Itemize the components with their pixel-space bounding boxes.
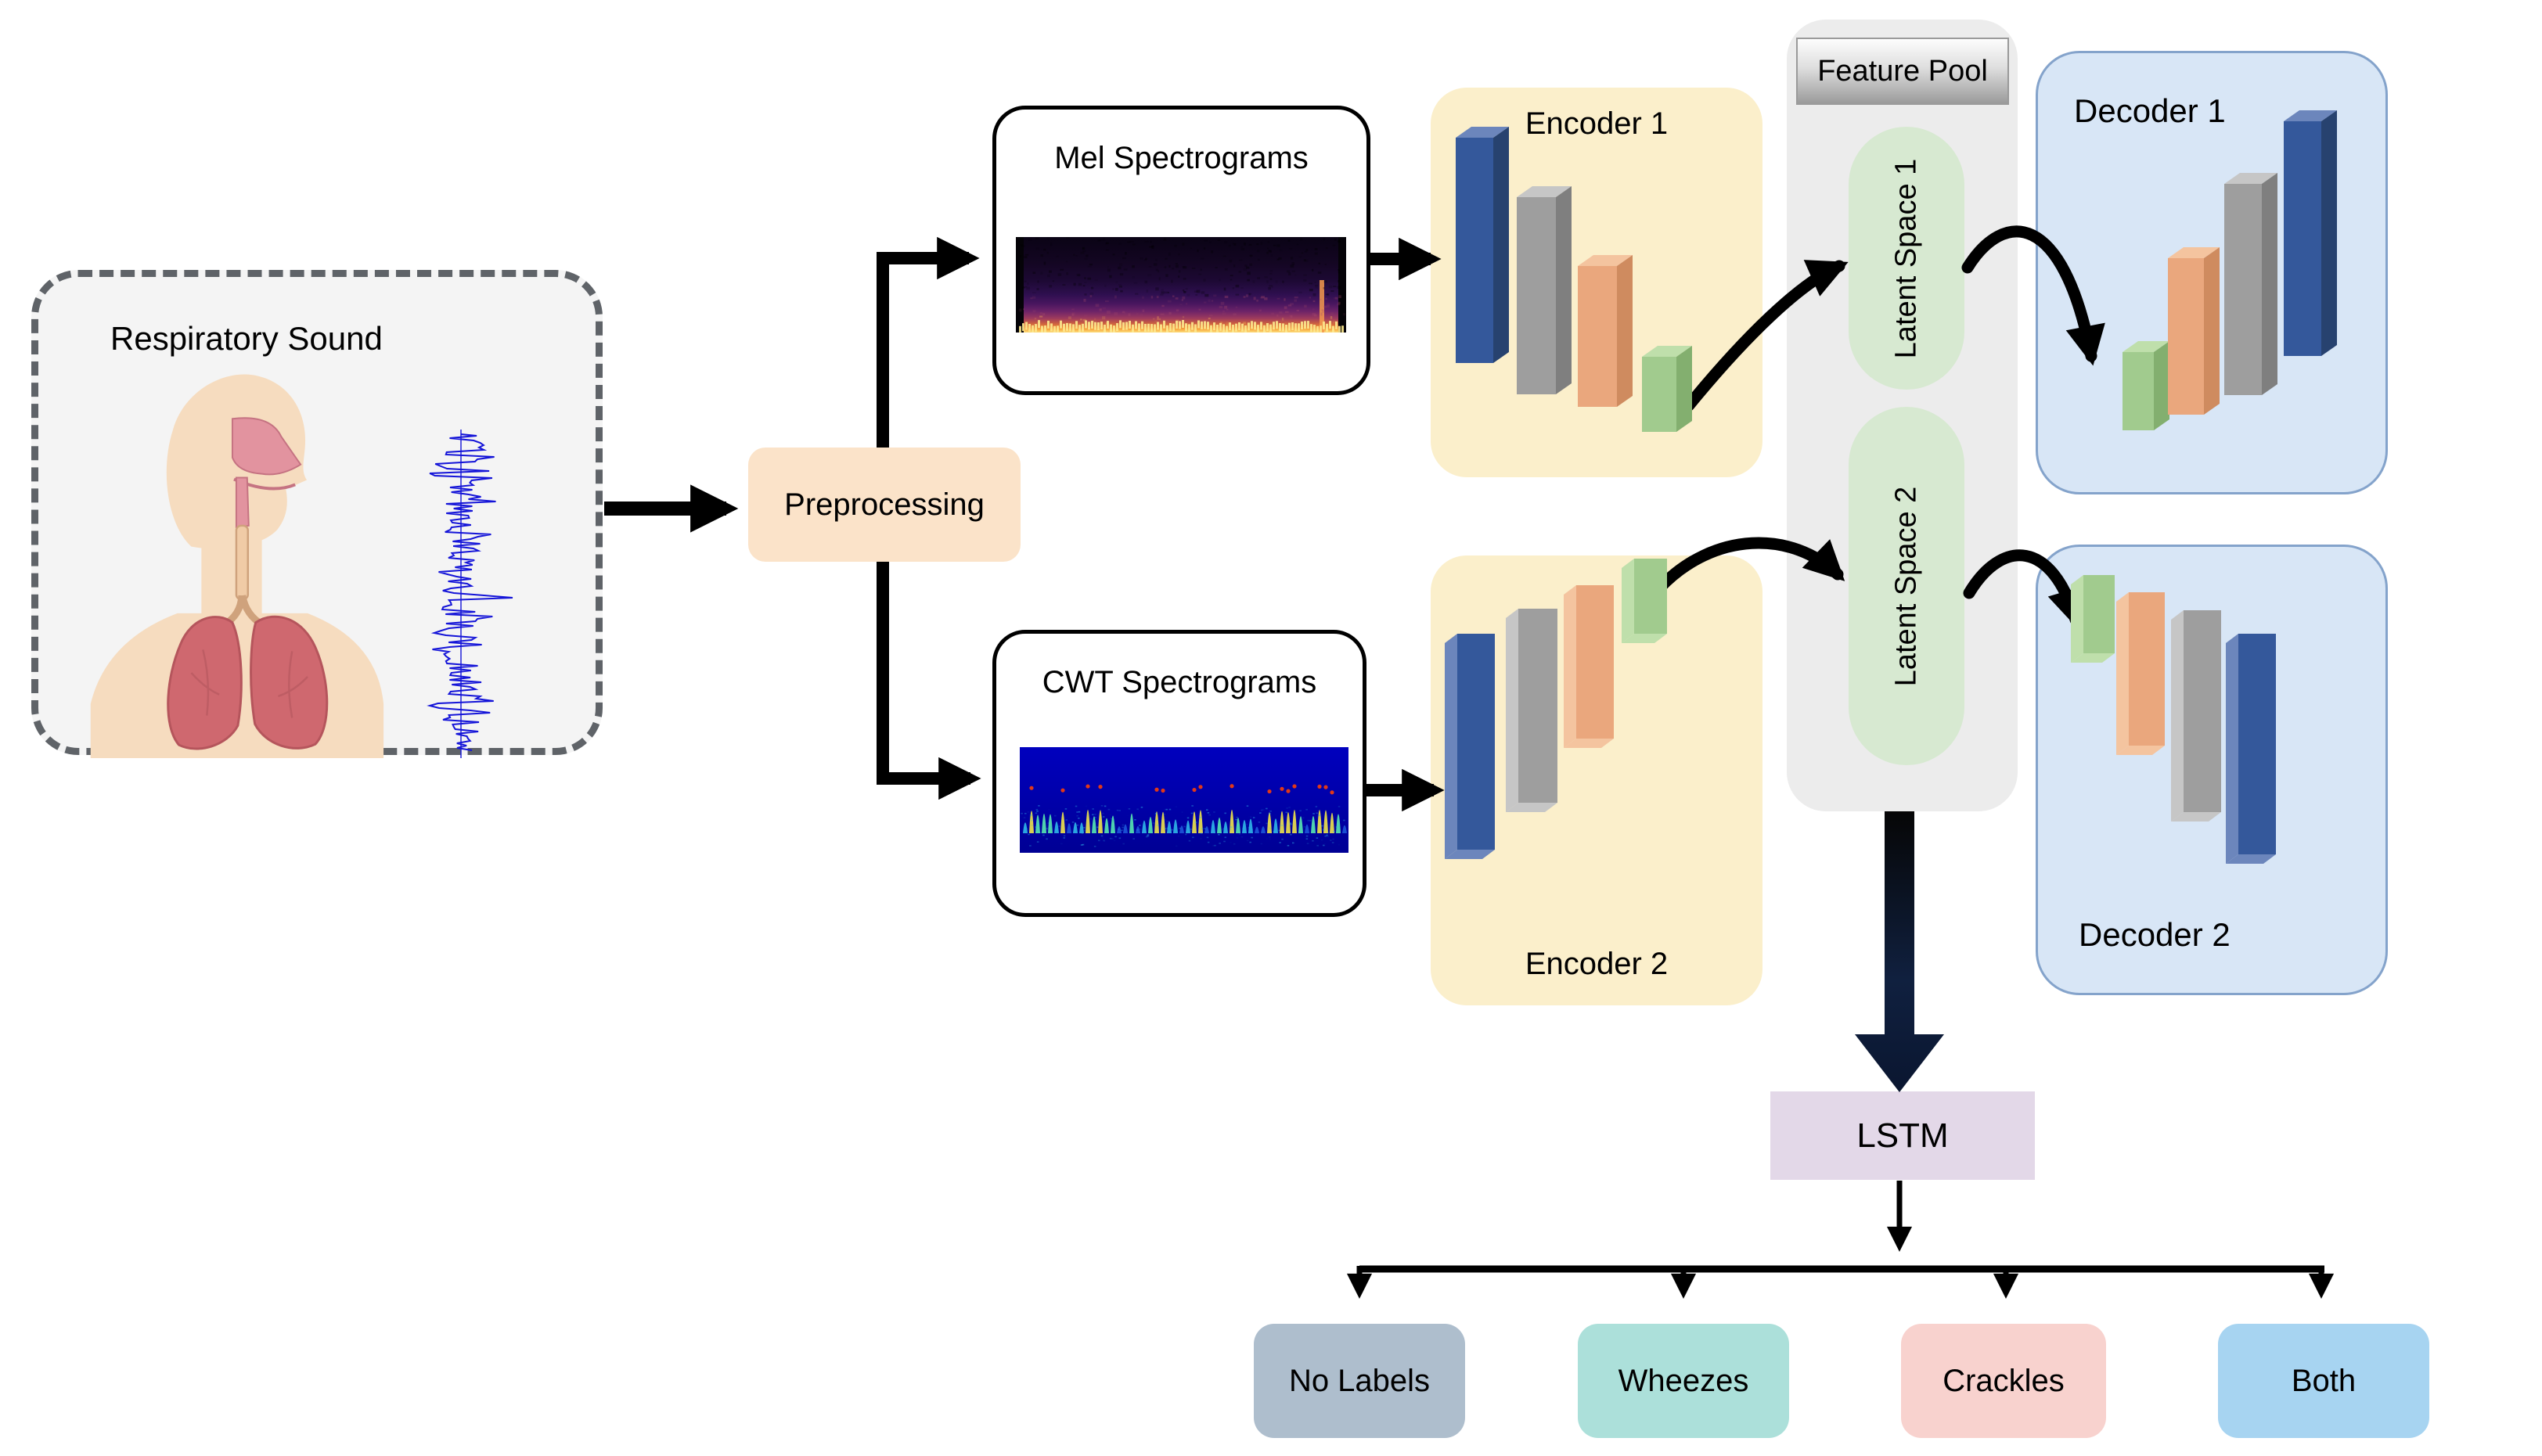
class-no-labels-box: No Labels [1254,1324,1465,1438]
nasal-cavity [231,417,302,476]
lung-left [167,616,243,750]
class-crackles-label: Crackles [1943,1363,2065,1398]
class-no-labels-label: No Labels [1288,1363,1431,1398]
mel-bright-streak [1320,279,1324,333]
trachea [235,524,250,601]
class-wheezes-label: Wheezes [1618,1363,1749,1398]
mel-right-edge [1338,237,1346,333]
decoder1-box: Decoder 1 [2036,51,2388,494]
feature-pool-title: Feature Pool [1817,54,1988,88]
encoder2-title: Encoder 2 [1525,947,1669,981]
encoder1-title: Encoder 1 [1525,106,1669,141]
mel-left-edge [1016,237,1024,333]
respiratory-system-illustration [90,374,384,758]
decoder2-box: Decoder 2 [2036,545,2388,995]
cwt-spectrogram-image [1020,747,1348,853]
class-both-label: Both [2291,1363,2357,1398]
lstm-box: LSTM [1770,1091,2035,1180]
sound-waveform [427,430,513,758]
latent-space1-label: Latent Space 1 [1889,158,1923,358]
preprocessing-label: Preprocessing [784,487,985,522]
cwt-spectrograms-box: CWT Spectrograms [992,630,1366,917]
arrow-preprocessing-to-cwt [877,562,981,800]
lung-veins [190,649,308,718]
respiratory-sound-box: Respiratory Sound [31,270,603,758]
mel-noise-texture [1018,237,1346,333]
latent-space2-pill: Latent Space 2 [1849,407,1964,765]
decoder2-title: Decoder 2 [2079,916,2231,953]
lstm-label: LSTM [1856,1116,1949,1155]
arrow-featurepool-to-lstm [1855,811,1944,1092]
latent-space2-label: Latent Space 2 [1889,486,1923,686]
mel-spectrogram-image [1016,237,1346,333]
mel-spectrograms-title: Mel Spectrograms [1054,141,1309,175]
preprocessing-box: Preprocessing [748,448,1021,562]
mel-spectrograms-box: Mel Spectrograms [992,106,1370,395]
arrow-preprocessing-to-mel [877,236,980,448]
cwt-spectrograms-title: CWT Spectrograms [1042,665,1317,699]
decoder1-title: Decoder 1 [2074,92,2226,129]
encoder2-box: Encoder 2 [1431,555,1762,1005]
cwt-scalogram-texture [1021,784,1347,847]
respiratory-sound-title: Respiratory Sound [110,320,383,357]
latent-space1-pill: Latent Space 1 [1849,127,1964,390]
encoder1-box: Encoder 1 [1431,88,1762,477]
pharynx [235,476,250,529]
class-wheezes-box: Wheezes [1578,1324,1789,1438]
class-crackles-box: Crackles [1901,1324,2106,1438]
feature-pool-header: Feature Pool [1796,38,2009,105]
class-both-box: Both [2218,1324,2429,1438]
